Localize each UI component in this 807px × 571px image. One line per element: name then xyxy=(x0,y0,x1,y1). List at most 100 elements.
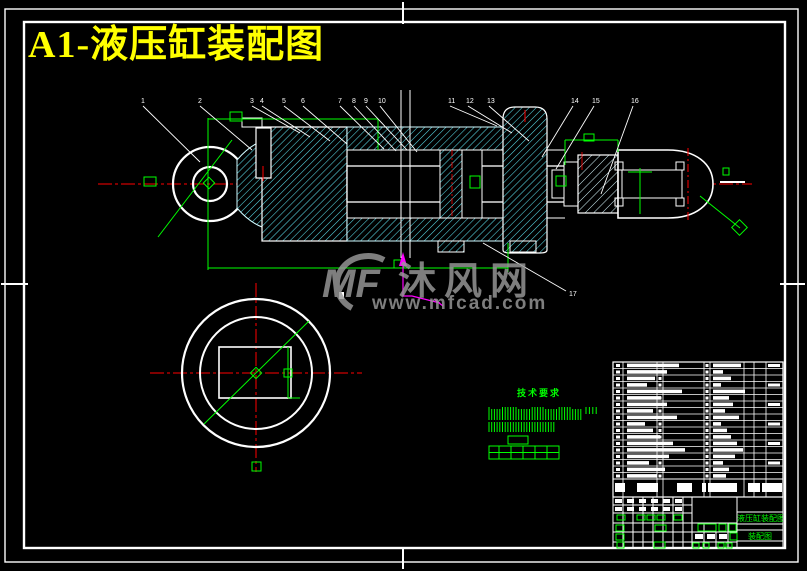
titleblock-text-blob xyxy=(639,507,646,511)
seal-mark-1 xyxy=(614,161,624,171)
leader-line xyxy=(488,105,530,142)
end-view xyxy=(150,283,362,472)
parts-qty-blob xyxy=(705,422,709,426)
parts-name-blob xyxy=(627,474,657,478)
parts-note-blob xyxy=(768,383,780,387)
seal-mark-4 xyxy=(675,197,685,207)
parts-header-blob xyxy=(637,483,658,492)
balloon-number: 15 xyxy=(592,98,600,105)
balloon-number: 11 xyxy=(448,98,455,105)
parts-name-blob xyxy=(627,370,667,374)
head-gland xyxy=(502,106,548,254)
parts-tick-blob xyxy=(658,370,662,374)
titleblock-text-blob xyxy=(639,499,646,503)
leader-line xyxy=(541,105,574,158)
rear-cap xyxy=(261,126,348,242)
balloon-number: 7 xyxy=(338,98,342,105)
parts-material-blob xyxy=(713,409,725,413)
end-view-dimensions xyxy=(203,320,310,472)
parts-note-blob xyxy=(768,403,780,406)
title-block-right-rows xyxy=(737,511,783,542)
leader-line xyxy=(261,105,311,138)
parts-qty-blob xyxy=(705,416,709,419)
leader-line xyxy=(449,105,498,127)
titleblock-green-box xyxy=(653,541,666,549)
parts-material-blob xyxy=(713,363,741,368)
leader-line xyxy=(251,105,301,134)
main-assembly-view xyxy=(98,90,752,272)
leader-line xyxy=(467,105,513,134)
parts-header-blob xyxy=(615,483,625,492)
titleblock-text-blob xyxy=(615,507,622,511)
title-block xyxy=(612,496,784,549)
mounting-foot-left xyxy=(437,240,465,253)
parts-note-blob xyxy=(768,461,780,465)
parts-tick-blob xyxy=(658,429,662,432)
parts-name-blob xyxy=(627,428,653,433)
parts-header-blob xyxy=(762,483,782,492)
parts-qty-blob xyxy=(705,468,709,471)
parts-material-blob xyxy=(713,383,721,387)
titleblock-text-blob xyxy=(707,534,715,539)
balloon-number: 10 xyxy=(378,98,386,105)
parts-material-blob xyxy=(713,402,733,407)
parts-qty-blob xyxy=(705,396,709,400)
parts-qty-blob xyxy=(705,370,709,374)
watermark-brand: 沐风网 xyxy=(398,261,536,303)
parts-name-blob xyxy=(627,383,647,387)
title-block-left-rows xyxy=(613,504,692,543)
parts-qty-blob xyxy=(705,442,709,445)
parts-seq-blob xyxy=(616,468,620,471)
leader-line xyxy=(339,105,385,150)
parts-tick-blob xyxy=(658,455,662,458)
parts-name-blob xyxy=(627,435,660,439)
outer-border xyxy=(4,8,799,563)
mounting-foot-right xyxy=(509,240,537,253)
parts-name-blob xyxy=(627,402,667,407)
parts-material-blob xyxy=(713,448,743,452)
title-block-middle-rows xyxy=(692,522,737,548)
seal-mark-3 xyxy=(614,197,624,207)
titleblock-green-box xyxy=(615,533,625,541)
title-block-drawing-code: 装配图 xyxy=(748,532,772,541)
parts-qty-blob xyxy=(705,448,709,452)
titleblock-text-blob xyxy=(627,499,634,503)
parts-tick-blob xyxy=(658,396,662,400)
parts-name-blob xyxy=(627,467,665,472)
parts-qty-blob xyxy=(705,409,709,413)
parts-header-blob xyxy=(708,483,737,492)
parts-name-blob xyxy=(627,409,653,413)
parts-material-blob xyxy=(713,461,723,465)
balloon-number: 1 xyxy=(141,98,145,105)
tech-requirements-title: 技术要求 xyxy=(516,388,561,398)
titleblock-green-box xyxy=(673,514,683,521)
dimensions xyxy=(143,111,748,272)
leader-line xyxy=(600,105,634,195)
pin-boss xyxy=(241,117,263,128)
parts-seq-blob xyxy=(616,370,620,374)
parts-material-blob xyxy=(713,467,729,472)
parts-header-blob xyxy=(702,483,706,492)
arrowhead xyxy=(399,252,407,266)
seal-mark-2 xyxy=(675,161,685,171)
parts-name-blob xyxy=(627,441,673,446)
end-dim-text xyxy=(722,167,730,176)
parts-qty-blob xyxy=(705,455,709,458)
parts-seq-blob xyxy=(616,377,620,380)
parts-name-blob xyxy=(627,415,677,420)
titleblock-green-box xyxy=(615,524,625,532)
titleblock-text-blob xyxy=(663,507,670,511)
parts-qty-blob xyxy=(705,377,709,380)
piston-guide xyxy=(461,149,483,219)
parts-seq-blob xyxy=(616,422,620,426)
parts-name-blob xyxy=(627,363,679,368)
parts-name-blob xyxy=(627,461,649,465)
parts-tick-blob xyxy=(658,474,662,478)
parts-header-blob xyxy=(677,483,692,492)
titleblock-text-blob xyxy=(695,534,703,539)
rod-end-cap xyxy=(617,149,714,219)
titleblock-green-box xyxy=(636,514,646,521)
parts-qty-blob xyxy=(705,435,709,439)
title-block-decorations xyxy=(615,499,738,549)
